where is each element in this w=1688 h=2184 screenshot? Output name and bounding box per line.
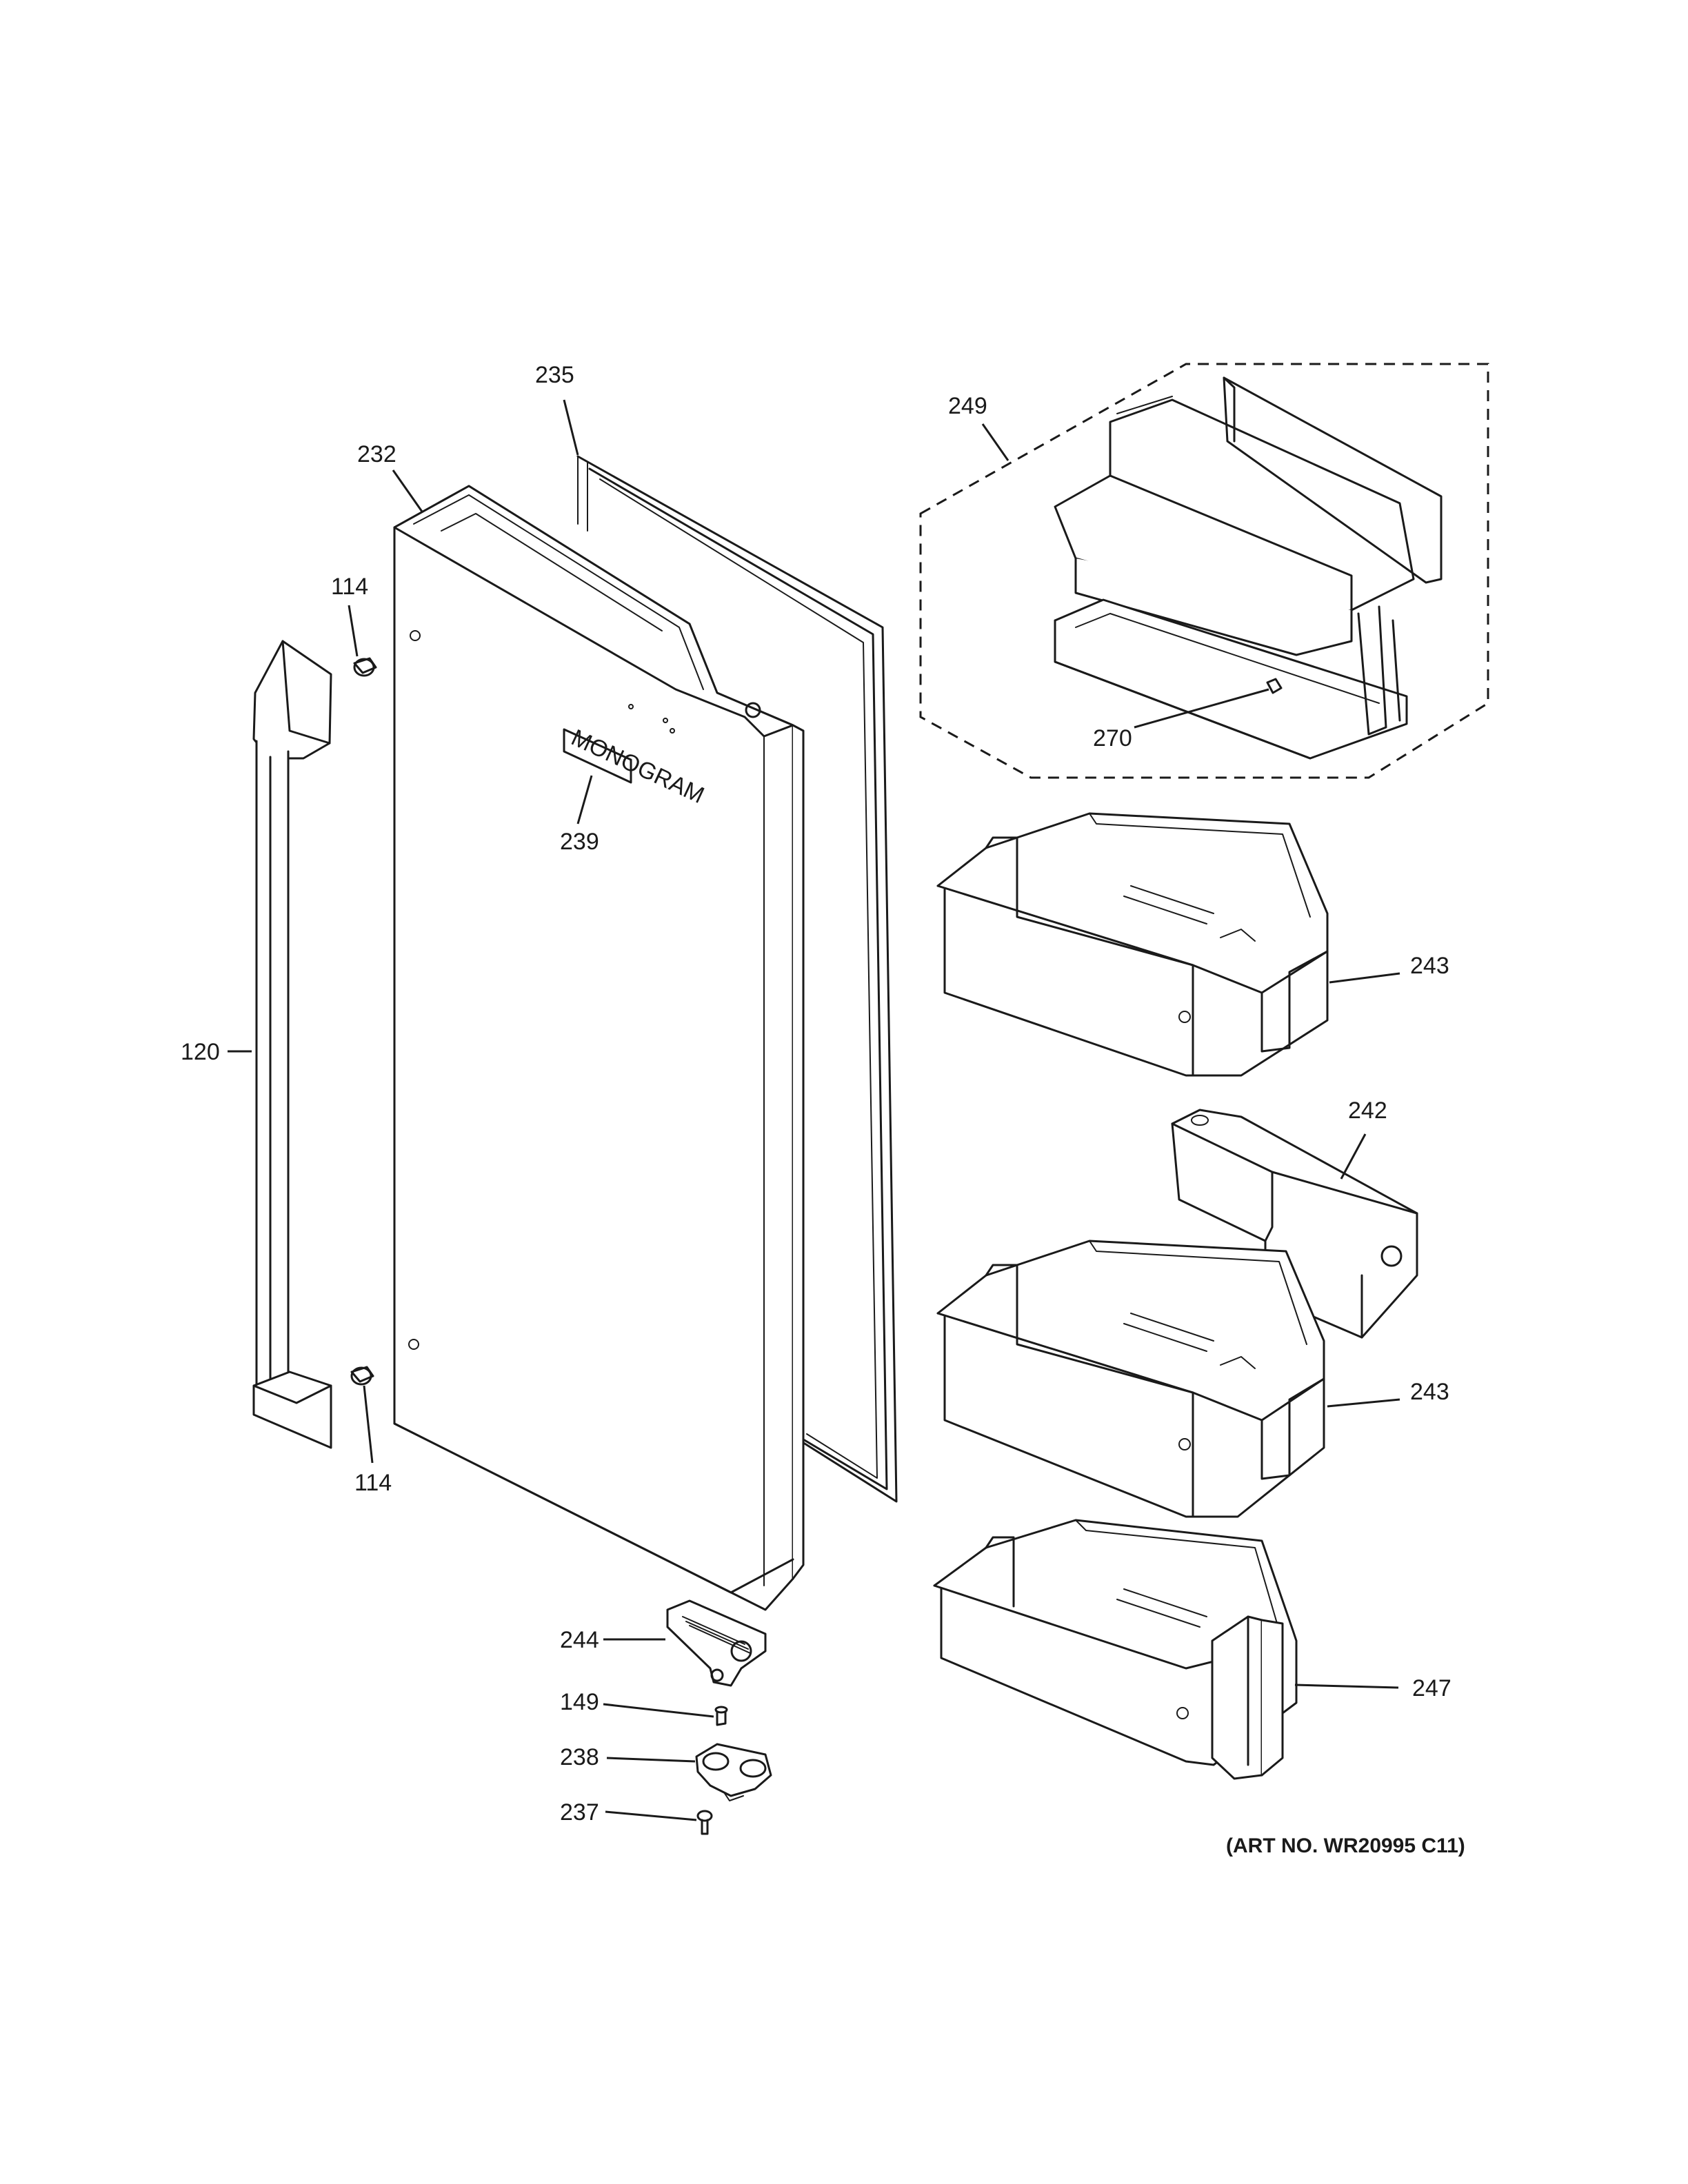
callout-243-middle: 243 [1410,1379,1449,1405]
hinge-screw [714,1706,728,1726]
door-assembly [393,485,805,1611]
hinge-bracket [666,1599,767,1687]
callout-120: 120 [181,1039,220,1065]
callout-249: 249 [948,393,987,419]
leader-lines [228,399,1400,1821]
door-bin-bottom [933,1519,1298,1780]
door-bin-upper [936,812,1329,1077]
door-bin-small [1171,1109,1418,1339]
callout-270: 270 [1093,725,1132,751]
callout-243-upper: 243 [1410,953,1449,979]
art-number: (ART NO. WR20995 C11) [1226,1834,1465,1857]
callout-237: 237 [560,1799,599,1826]
callout-247: 247 [1412,1675,1451,1701]
door-bin-middle [936,1240,1325,1518]
handle-screw-upper [353,657,377,677]
callout-114-lower: 114 [354,1470,392,1496]
callout-238: 238 [560,1744,599,1770]
callout-235: 235 [535,362,574,388]
callout-242: 242 [1348,1098,1387,1124]
callout-244: 244 [560,1627,599,1653]
callout-232: 232 [357,441,396,467]
callout-114-upper: 114 [331,574,368,600]
shelf-assembly-249 [919,363,1489,779]
callout-149: 149 [560,1689,599,1715]
hinge-mount-screw [696,1810,713,1835]
hinge-bushing [695,1743,772,1801]
handle-screw-lower [350,1366,374,1386]
door-handle [252,640,332,1449]
callout-labels: 235 232 249 114 239 270 243 120 242 243 … [181,362,1451,1826]
callout-239: 239 [560,829,599,855]
